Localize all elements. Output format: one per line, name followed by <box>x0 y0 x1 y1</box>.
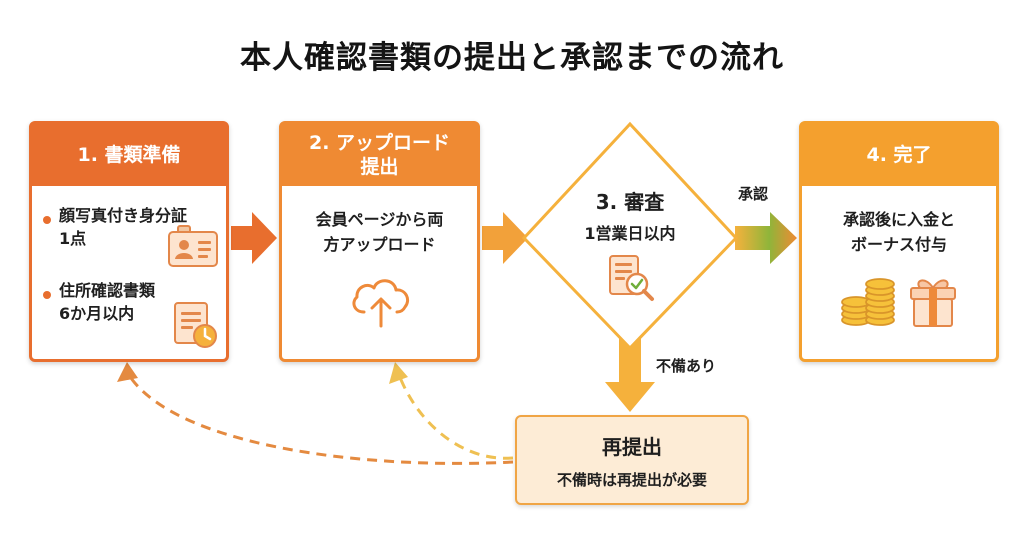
step2-heading: 2. アップロード 提出 <box>282 124 477 186</box>
arrow-step2-to-step3 <box>482 212 528 264</box>
step3-diamond <box>521 121 739 351</box>
step2-heading-line2: 提出 <box>360 156 399 178</box>
step1-item1: 顔写真付き身分証 1点 <box>59 204 187 250</box>
resubmit-title: 再提出 <box>602 435 662 459</box>
step4-body-line2: ボーナス付与 <box>850 235 947 254</box>
step2-heading-line1: 2. アップロード <box>308 132 451 154</box>
step1-item2-line2: 6か月以内 <box>59 304 135 323</box>
gift-icon <box>910 279 956 327</box>
step1-item1-line2: 1点 <box>59 229 87 248</box>
diagram-title: 本人確認書類の提出と承認までの流れ <box>240 40 784 76</box>
arrow-step3-to-resubmit <box>605 334 655 412</box>
arrow-step3-to-step4 <box>735 212 797 264</box>
cloud-upload-icon <box>352 279 410 328</box>
step2-body-line1: 会員ページから両 <box>315 210 444 229</box>
step1-item1-line1: 顔写真付き身分証 <box>59 206 188 225</box>
resubmit-box: 再提出 不備時は再提出が必要 <box>515 415 749 505</box>
resubmit-subtitle: 不備時は再提出が必要 <box>556 471 707 489</box>
step3-body: 1営業日以内 <box>584 224 676 243</box>
approved-label: 承認 <box>738 185 769 203</box>
step1-item2-line1: 住所確認書類 <box>59 281 156 300</box>
dashed-return-to-step1 <box>125 371 514 465</box>
step3-heading: 3. 審査 <box>595 190 665 214</box>
step4-body: 承認後に入金と ボーナス付与 <box>802 207 996 257</box>
step1-item2: 住所確認書類 6か月以内 <box>59 279 155 325</box>
dashed-return-to-step2 <box>396 371 514 460</box>
step2-body: 会員ページから両 方アップロード <box>282 207 477 257</box>
step1-heading: 1. 書類準備 <box>32 124 226 186</box>
document-search-icon <box>609 255 654 301</box>
id-card-icon <box>168 225 218 267</box>
step1-box: 1. 書類準備 顔写真付き身分証 1点 住所確認書類 6か月以内 <box>29 121 229 362</box>
bullet-dot <box>43 216 51 224</box>
step4-heading: 4. 完了 <box>802 124 996 186</box>
coins-icon <box>841 278 895 326</box>
step4-box: 4. 完了 承認後に入金と ボーナス付与 <box>799 121 999 362</box>
dashed-return-to-step2-head <box>389 362 408 384</box>
arrow-step1-to-step2 <box>231 212 277 264</box>
step2-body-line2: 方アップロード <box>323 235 436 254</box>
document-clock-icon <box>174 302 217 348</box>
step2-box: 2. アップロード 提出 会員ページから両 方アップロード <box>279 121 480 362</box>
deficient-label: 不備あり <box>656 357 717 375</box>
step4-body-line1: 承認後に入金と <box>842 210 955 229</box>
dashed-return-to-step1-head <box>117 362 138 382</box>
bullet-dot <box>43 291 51 299</box>
